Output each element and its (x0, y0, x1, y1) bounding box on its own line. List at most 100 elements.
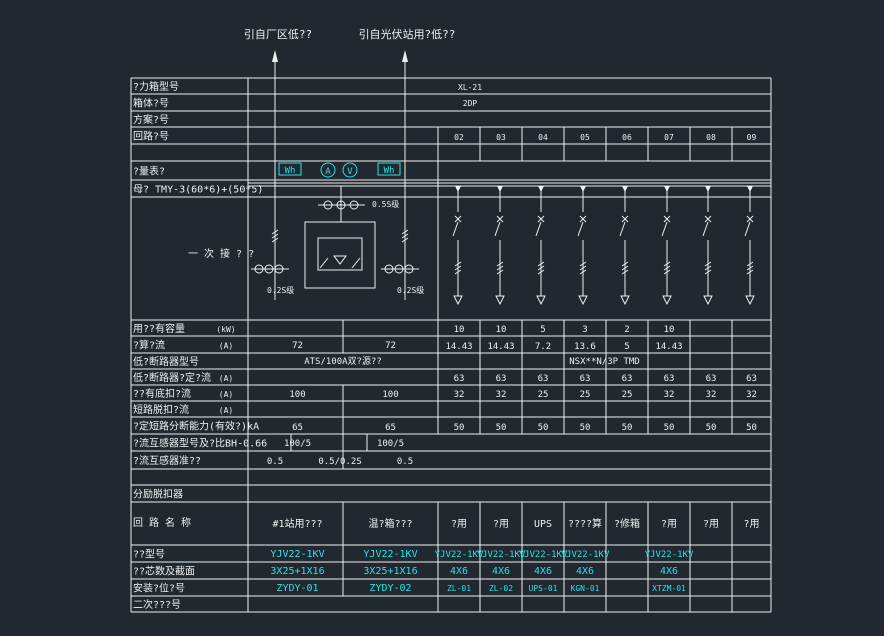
in-circuit-name: 温?箱??? (368, 517, 412, 530)
hatch-mark (704, 261, 712, 267)
hatch-mark (663, 261, 671, 267)
row-label-box-model: ?力箱型号 (133, 80, 179, 93)
out-capacity: 10 (496, 325, 507, 335)
out-terminal (453, 295, 463, 306)
hatch-mark (704, 269, 712, 275)
out-capacity: 2 (624, 325, 629, 335)
in-cable-size: 3X25+1X16 (363, 566, 417, 577)
row-label-ct-model: ?流互感器型号及?比BH-0.66 (133, 437, 267, 450)
out-breaker-rated: 63 (496, 374, 507, 384)
out-cable-size: 4X6 (660, 566, 678, 577)
hatch-mark (621, 265, 629, 271)
breaker-x (663, 215, 671, 223)
out-arrow (747, 186, 753, 192)
circuit-number: 05 (580, 133, 590, 142)
row-label-meter: ?量表? (133, 165, 165, 178)
row-label-primary: 一 次 接 ? ? (188, 247, 254, 260)
in-circuit-name: #1站用??? (272, 517, 322, 530)
row-label-busbar: 母? TMY-3(60*6)+(50*5) (133, 184, 263, 196)
out-delay-trip: 32 (664, 390, 675, 400)
out-cable-size: 4X6 (576, 566, 594, 577)
hatch-mark (271, 233, 279, 239)
circuit-number: 02 (454, 133, 464, 142)
out-breaker-rated: 63 (622, 374, 633, 384)
in-ct-accuracy: 0.5 (267, 457, 283, 467)
hatch-mark (454, 269, 462, 275)
hatch-mark (401, 237, 409, 243)
in-breaking: 65 (385, 423, 396, 433)
wh-meter-left (278, 162, 302, 176)
in-breaking: 65 (292, 423, 303, 433)
in-cable-model: YJV22-1KV (270, 549, 324, 560)
out-circuit-name: ?修箱 (614, 517, 640, 530)
box-model-value: XL-21 (458, 83, 482, 92)
table-grid (130, 77, 772, 613)
row-label-install-pos: 安装?位?号 (133, 582, 185, 595)
unit-label: (kW) (216, 325, 235, 334)
ats-inner-box (317, 237, 363, 271)
breaker-x (454, 215, 462, 223)
breaker-x (537, 215, 545, 223)
out-install-pos: ZL-01 (447, 584, 471, 593)
out-breaker-rated: 63 (580, 374, 591, 384)
breaker-blade (619, 221, 626, 237)
out-breaker-model: NSX**N/3P TMD (569, 357, 639, 367)
row-label-breaking: ?定短路分断能力(有效?)kA (133, 420, 259, 433)
wh-meter-right-label: Wh (384, 166, 395, 176)
breaker-x (704, 215, 712, 223)
out-breaker-rated: 63 (664, 374, 675, 384)
in-ct-accuracy: 0.5 (397, 457, 413, 467)
out-breaker-rated: 63 (746, 374, 757, 384)
unit-label: (A) (219, 374, 233, 383)
out-capacity: 3 (582, 325, 587, 335)
breaker-x (496, 215, 504, 223)
ct-note-left: 0.2S级 (267, 285, 294, 295)
out-breaking: 50 (622, 423, 633, 433)
hatch-mark (663, 269, 671, 275)
row-label-box-number: 箱体?号 (133, 97, 169, 110)
row-label-short-trip: 短路脱扣?流 (133, 403, 189, 416)
row-label-cable-model: ??型号 (133, 548, 165, 561)
breaker-blade (452, 221, 459, 237)
ats-outer-box (304, 221, 376, 289)
breaker-x (579, 215, 587, 223)
out-terminal (662, 295, 672, 306)
out-circuit-name: ?用 (451, 519, 467, 530)
row-label-cable-size: ??芯数及截面 (133, 565, 195, 578)
out-terminal (620, 295, 630, 306)
out-arrow (538, 186, 544, 192)
out-install-pos: XTZM-01 (652, 584, 686, 593)
out-cable-model: YJV22-1KV (561, 550, 610, 560)
row-label-scheme-number: 方案?号 (133, 113, 169, 126)
breaker-x (746, 215, 754, 223)
hatch-mark (454, 261, 462, 267)
out-breaking: 50 (580, 423, 591, 433)
out-terminal (495, 295, 505, 306)
out-install-pos: ZL-02 (489, 584, 513, 593)
out-delay-trip: 32 (706, 390, 717, 400)
arrow-head (402, 50, 408, 62)
out-circuit-name: UPS (534, 519, 552, 530)
hatch-mark (579, 269, 587, 275)
out-breaking: 50 (746, 423, 757, 433)
header-note-left: 引自厂区低?? (244, 27, 312, 41)
row-label-delay-trip: ??有底扣?流 (133, 387, 191, 400)
in-ct-accuracy: 0.5/0.2S (318, 457, 361, 467)
row-label-ct-accuracy: ?流互感器准?? (133, 454, 201, 467)
hatch-mark (454, 265, 462, 271)
out-delay-trip: 32 (746, 390, 757, 400)
in-install-pos: ZYDY-02 (369, 583, 411, 594)
out-capacity: 10 (454, 325, 465, 335)
ammeter-icon (320, 162, 336, 178)
out-terminal (745, 295, 755, 306)
row-label-shunt: 分励脱扣器 (133, 488, 183, 501)
out-delay-trip: 25 (580, 390, 591, 400)
breaker-x (621, 215, 629, 223)
out-current: 14.43 (445, 342, 472, 352)
out-install-pos: UPS-01 (529, 584, 558, 593)
out-cable-model: YJV22-1KV (435, 550, 484, 560)
out-delay-trip: 25 (622, 390, 633, 400)
circuit-number: 07 (664, 133, 674, 142)
